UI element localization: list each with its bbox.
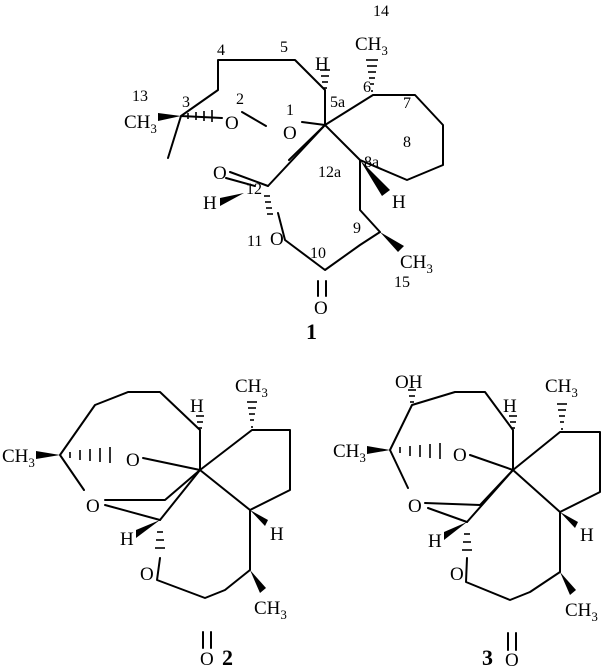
compound-1-label: 1	[306, 319, 317, 344]
locant: 14	[373, 3, 389, 20]
locant: 3	[182, 94, 190, 111]
compound-1-hash-c12-o11	[264, 195, 273, 215]
compound-3: OH CH3 CH3 CH3 O O O O H H H 3	[333, 372, 601, 667]
compound-3-h-top: H	[503, 396, 517, 417]
compound-1-o-carbonyl: O	[314, 298, 328, 319]
compound-3-label: 3	[482, 645, 493, 667]
compound-2-label: 2	[222, 645, 233, 667]
compound-1-ch3-13: CH3	[124, 112, 157, 136]
compound-1-o-peroxide-2: O	[225, 113, 239, 134]
compound-1-wedge-c3-c13	[158, 113, 181, 121]
compound-3-h-right: H	[580, 525, 594, 546]
compound-3-bond-c12-c12a	[466, 469, 514, 523]
compound-3-hash-bridge	[399, 443, 441, 459]
compound-2-h-top: H	[190, 396, 204, 417]
compound-2-ch3-top: CH3	[235, 376, 268, 400]
compound-1-h-5a: H	[315, 54, 329, 75]
compound-1: CH3 CH3 CH3 O O O O O H H H 1 2 3 4 5 5a…	[124, 3, 444, 344]
compound-1-o-lactone: O	[270, 229, 284, 250]
compound-1-wedge-c9-c15	[380, 232, 404, 252]
locant: 8	[403, 134, 411, 151]
locant: 1	[286, 102, 294, 119]
compound-1-hash-c6-c14	[366, 59, 378, 92]
locant: 5a	[330, 94, 345, 111]
locant: 15	[394, 274, 410, 291]
compound-2-o-carbonyl: O	[200, 649, 214, 667]
compound-3-ch3-top: CH3	[545, 376, 578, 400]
compound-1-locants: 1 2 3 4 5 5a 6 7 8 8a 9 10 11 12 12a 13 …	[132, 3, 411, 291]
locant: 13	[132, 88, 148, 105]
compound-1-h-12: H	[203, 193, 217, 214]
compound-2-wedge-left-h	[136, 520, 160, 538]
compound-3-hash-top-h	[509, 415, 517, 429]
compound-1-hash-c3-o2	[187, 110, 213, 122]
compound-3-hash-lactone	[462, 533, 472, 551]
compound-1-ch3-15: CH3	[400, 252, 433, 276]
compound-1-o-peroxide-1: O	[283, 123, 297, 144]
compound-3-hash-top-ch3	[557, 403, 567, 430]
compound-2-wedge-bottom-ch3	[250, 570, 266, 593]
compound-3-wedge-right-h	[560, 512, 578, 528]
compound-2: CH3 CH3 CH3 O O O O H H H 2	[2, 376, 291, 667]
compound-2-o-bridge: O	[126, 450, 140, 471]
compound-1-ch3-14: CH3	[355, 34, 388, 58]
locant: 6	[363, 79, 371, 96]
compound-1-h-8a: H	[392, 192, 406, 213]
compound-1-bond-c12-c12a	[267, 124, 326, 187]
compound-3-ch3-bottom: CH3	[565, 600, 598, 624]
compound-2-hash-top-ch3	[247, 401, 257, 428]
compound-1-wedge-c12-h	[220, 193, 244, 206]
locant: 10	[310, 245, 326, 262]
compound-2-hash-bridge	[69, 447, 111, 463]
locant: 8a	[364, 154, 379, 171]
compound-2-ch3-bottom: CH3	[254, 598, 287, 622]
compound-2-bond-bridge-o	[142, 457, 201, 471]
compound-3-o-lactone: O	[450, 564, 464, 585]
compound-1-o-ether: O	[213, 163, 227, 184]
compound-2-hash-top-h	[196, 415, 204, 429]
compound-2-ch3-left: CH3	[2, 446, 35, 470]
compound-1-bond-o-c12	[229, 171, 269, 187]
compound-2-h-left: H	[120, 529, 134, 550]
compound-3-wedge-left-ch3	[367, 446, 390, 454]
compound-2-o-lactone: O	[140, 564, 154, 585]
compound-3-ch3-left: CH3	[333, 441, 366, 465]
compound-3-bond-bridge-o	[469, 454, 514, 471]
compound-1-wedge-c8a-h	[360, 160, 390, 196]
compound-3-o-bridge: O	[453, 445, 467, 466]
locant: 9	[353, 220, 361, 237]
locant: 4	[217, 42, 225, 59]
compound-2-bond-c12-c12a	[159, 469, 201, 521]
compound-3-wedge-left-h	[444, 522, 467, 540]
compound-3-o-carbonyl: O	[505, 650, 519, 667]
locant: 7	[403, 95, 411, 112]
compound-2-bond-o-c12	[104, 504, 161, 521]
compound-2-hash-lactone	[155, 531, 165, 549]
compound-3-wedge-bottom-ch3	[560, 572, 576, 595]
locant: 2	[236, 91, 244, 108]
compound-2-wedge-right-h	[250, 510, 268, 526]
locant: 12	[246, 181, 262, 198]
locant: 5	[280, 39, 288, 56]
compound-2-bonds	[59, 391, 291, 649]
locant: 12a	[318, 164, 341, 181]
compound-3-h-left: H	[428, 531, 442, 552]
compound-1-hash-c5a-h	[320, 69, 330, 89]
compound-3-bond-o-c12	[427, 507, 468, 523]
compound-2-o-ether: O	[86, 496, 100, 517]
compound-2-h-right: H	[270, 524, 284, 545]
compound-3-o-ether: O	[408, 496, 422, 517]
locant: 11	[247, 233, 262, 250]
compound-3-oh: OH	[395, 372, 423, 393]
compound-3-hash-oh	[408, 389, 416, 403]
compound-2-wedge-left-ch3	[36, 451, 60, 459]
